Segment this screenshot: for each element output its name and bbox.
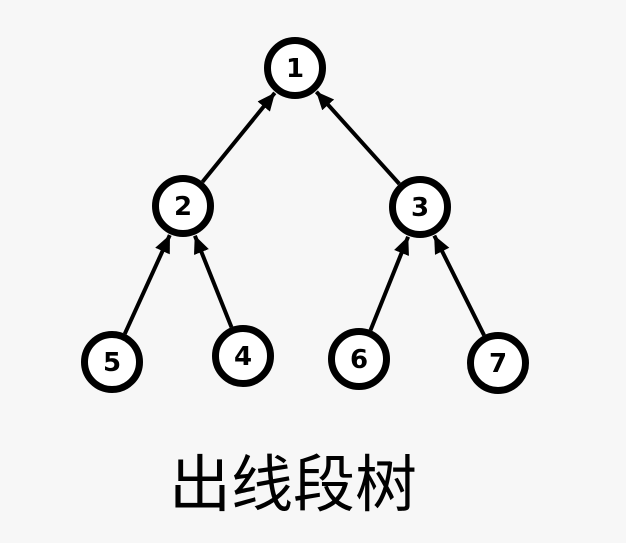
tree-node-1: 1: [264, 37, 326, 99]
edge-2-to-1: [200, 91, 277, 184]
edge-7-to-3: [432, 234, 486, 337]
node-5-circle: [81, 331, 143, 393]
node-4-label: 4: [234, 342, 252, 372]
edge-3-to-1: [314, 90, 401, 186]
node-4-circle: [212, 325, 274, 387]
node-2-label: 2: [174, 192, 192, 222]
edge-6-to-3: [368, 235, 410, 331]
node-3-label: 3: [411, 193, 429, 223]
node-7-label: 7: [489, 349, 507, 379]
edge-4-to-2: [193, 234, 234, 328]
node-6-circle: [328, 328, 390, 390]
tree-node-5: 5: [81, 331, 143, 393]
node-6-label: 6: [350, 345, 368, 375]
tree-node-7: 7: [467, 332, 529, 394]
tree-node-6: 6: [328, 328, 390, 390]
node-1-circle: [264, 37, 326, 99]
tree-node-4: 4: [212, 325, 274, 387]
node-5-label: 5: [103, 348, 121, 378]
edge-5-to-2: [122, 234, 172, 335]
node-2-circle: [152, 175, 214, 237]
tree-node-3: 3: [389, 176, 451, 238]
node-3-circle: [389, 176, 451, 238]
tree-node-2: 2: [152, 175, 214, 237]
node-7-circle: [467, 332, 529, 394]
node-1-label: 1: [286, 54, 304, 84]
diagram-caption: 出线段树: [169, 448, 417, 521]
